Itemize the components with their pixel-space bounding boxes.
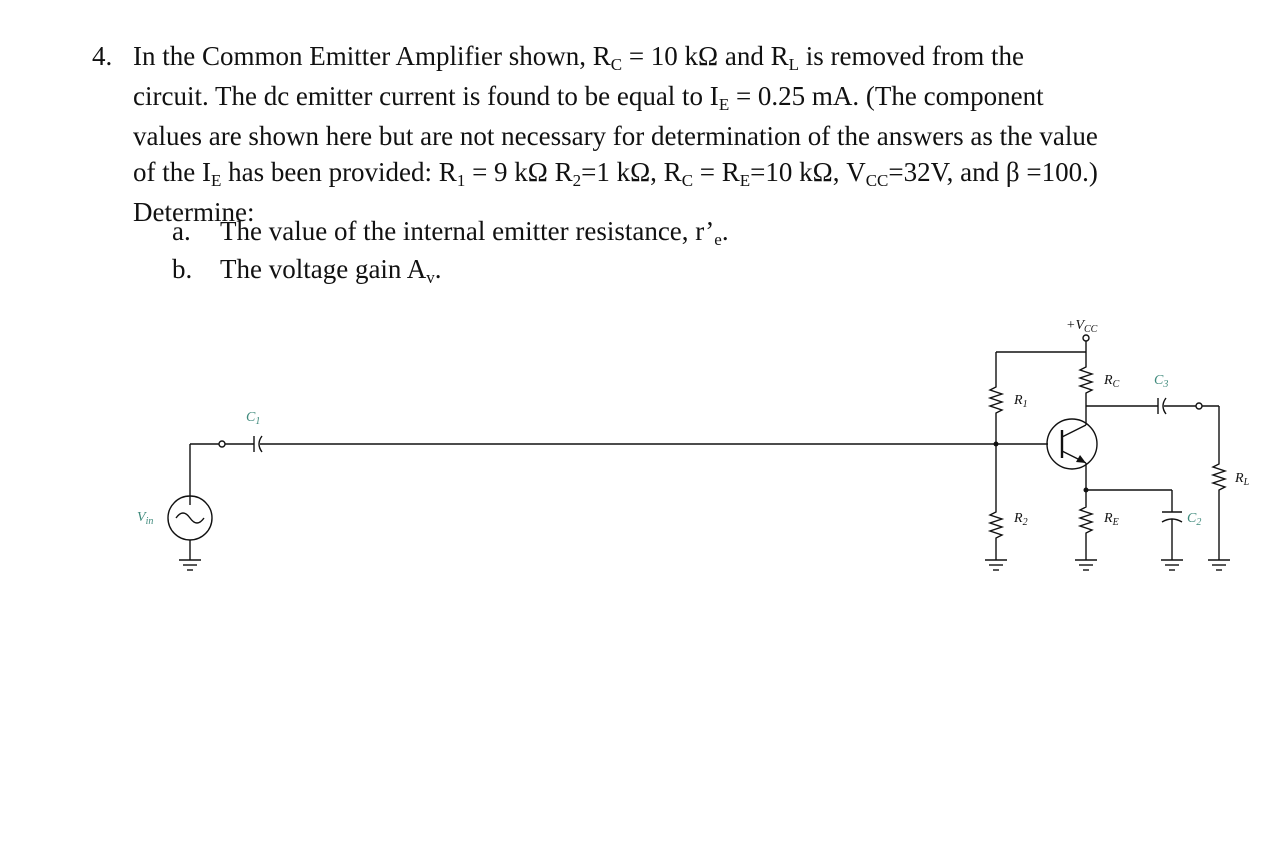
subscript: e bbox=[714, 230, 722, 249]
c1-label: C1 bbox=[246, 410, 260, 427]
question-parts: a. The value of the internal emitter resi… bbox=[172, 214, 729, 290]
part-text: The voltage gain A bbox=[220, 254, 427, 284]
statement-line-3: values are shown here but are not necess… bbox=[133, 121, 1098, 151]
ground-icon bbox=[985, 559, 1007, 571]
re-label: RE bbox=[1103, 511, 1119, 528]
transistor-npn bbox=[1046, 418, 1098, 470]
text-segment: of the I bbox=[133, 157, 211, 187]
statement-line-4: of the IE has been provided: R1 = 9 kΩ R… bbox=[133, 154, 1193, 194]
text-segment: . bbox=[721, 216, 729, 246]
vin-label: Vin bbox=[137, 510, 153, 527]
text-segment: =1 kΩ, R bbox=[581, 157, 682, 187]
text-segment: = 10 kΩ and R bbox=[622, 41, 789, 71]
statement-line-1: In the Common Emitter Amplifier shown, R… bbox=[133, 38, 1193, 78]
re-resistor bbox=[1077, 505, 1095, 535]
text-segment: = 9 kΩ R bbox=[465, 157, 573, 187]
text-segment: =10 kΩ, V bbox=[750, 157, 866, 187]
rl-resistor bbox=[1210, 462, 1228, 492]
subscript: 1 bbox=[456, 171, 466, 190]
subscript: C bbox=[681, 171, 694, 190]
r2-label: R2 bbox=[1013, 511, 1028, 528]
text-segment: is removed from the bbox=[799, 41, 1024, 71]
ground-icon bbox=[1075, 559, 1097, 571]
question-part-a: a. The value of the internal emitter resi… bbox=[172, 214, 729, 252]
part-letter: a. bbox=[172, 216, 191, 246]
c1-capacitor-curved-plate bbox=[258, 435, 263, 453]
subscript: E bbox=[210, 171, 222, 190]
problem-number: 4. bbox=[92, 41, 113, 71]
ground-icon bbox=[1208, 559, 1230, 571]
transistor-collector bbox=[1061, 424, 1087, 438]
vcc-terminal bbox=[1082, 334, 1090, 342]
statement-line-2: circuit. The dc emitter current is found… bbox=[133, 78, 1193, 118]
emitter-arrow-icon bbox=[1076, 455, 1086, 463]
junction-dot bbox=[1083, 487, 1089, 493]
r2-resistor bbox=[987, 510, 1005, 540]
subscript: L bbox=[788, 55, 799, 74]
question-part-b: b. The voltage gain Av. bbox=[172, 252, 729, 290]
subscript: CC bbox=[865, 171, 889, 190]
input-terminal bbox=[218, 440, 226, 448]
text-segment: . bbox=[434, 254, 442, 284]
r1-label: R1 bbox=[1013, 393, 1028, 410]
ground-icon bbox=[179, 559, 201, 571]
rl-label: RL bbox=[1234, 471, 1250, 488]
junction-dot bbox=[993, 441, 999, 447]
c3-label: C3 bbox=[1154, 373, 1168, 390]
part-letter: b. bbox=[172, 254, 193, 284]
problem-statement: In the Common Emitter Amplifier shown, R… bbox=[133, 38, 1193, 230]
part-text: The value of the internal emitter resist… bbox=[220, 216, 715, 246]
rc-label: RC bbox=[1103, 373, 1120, 390]
text-segment: = R bbox=[693, 157, 740, 187]
rc-resistor bbox=[1077, 365, 1095, 395]
r1-resistor bbox=[987, 385, 1005, 415]
subscript: E bbox=[718, 95, 730, 114]
statement-line-5: Determine: bbox=[133, 197, 255, 227]
subscript: C bbox=[610, 55, 623, 74]
sine-wave-icon bbox=[175, 512, 205, 524]
text-segment: In the Common Emitter Amplifier shown, R bbox=[133, 41, 611, 71]
text-segment: = 0.25 mA. (The component bbox=[729, 81, 1044, 111]
output-terminal bbox=[1195, 402, 1203, 410]
c3-capacitor-curved-plate bbox=[1162, 397, 1167, 415]
vcc-label: +VCC bbox=[1066, 318, 1098, 335]
c2-label: C2 bbox=[1187, 511, 1201, 528]
subscript: E bbox=[739, 171, 751, 190]
text-segment: has been provided: R bbox=[221, 157, 457, 187]
subscript: v bbox=[426, 268, 435, 287]
subscript: 2 bbox=[572, 171, 582, 190]
text-segment: =32V, and β =100.) bbox=[888, 157, 1098, 187]
ground-icon bbox=[1161, 559, 1183, 571]
text-segment: circuit. The dc emitter current is found… bbox=[133, 81, 719, 111]
